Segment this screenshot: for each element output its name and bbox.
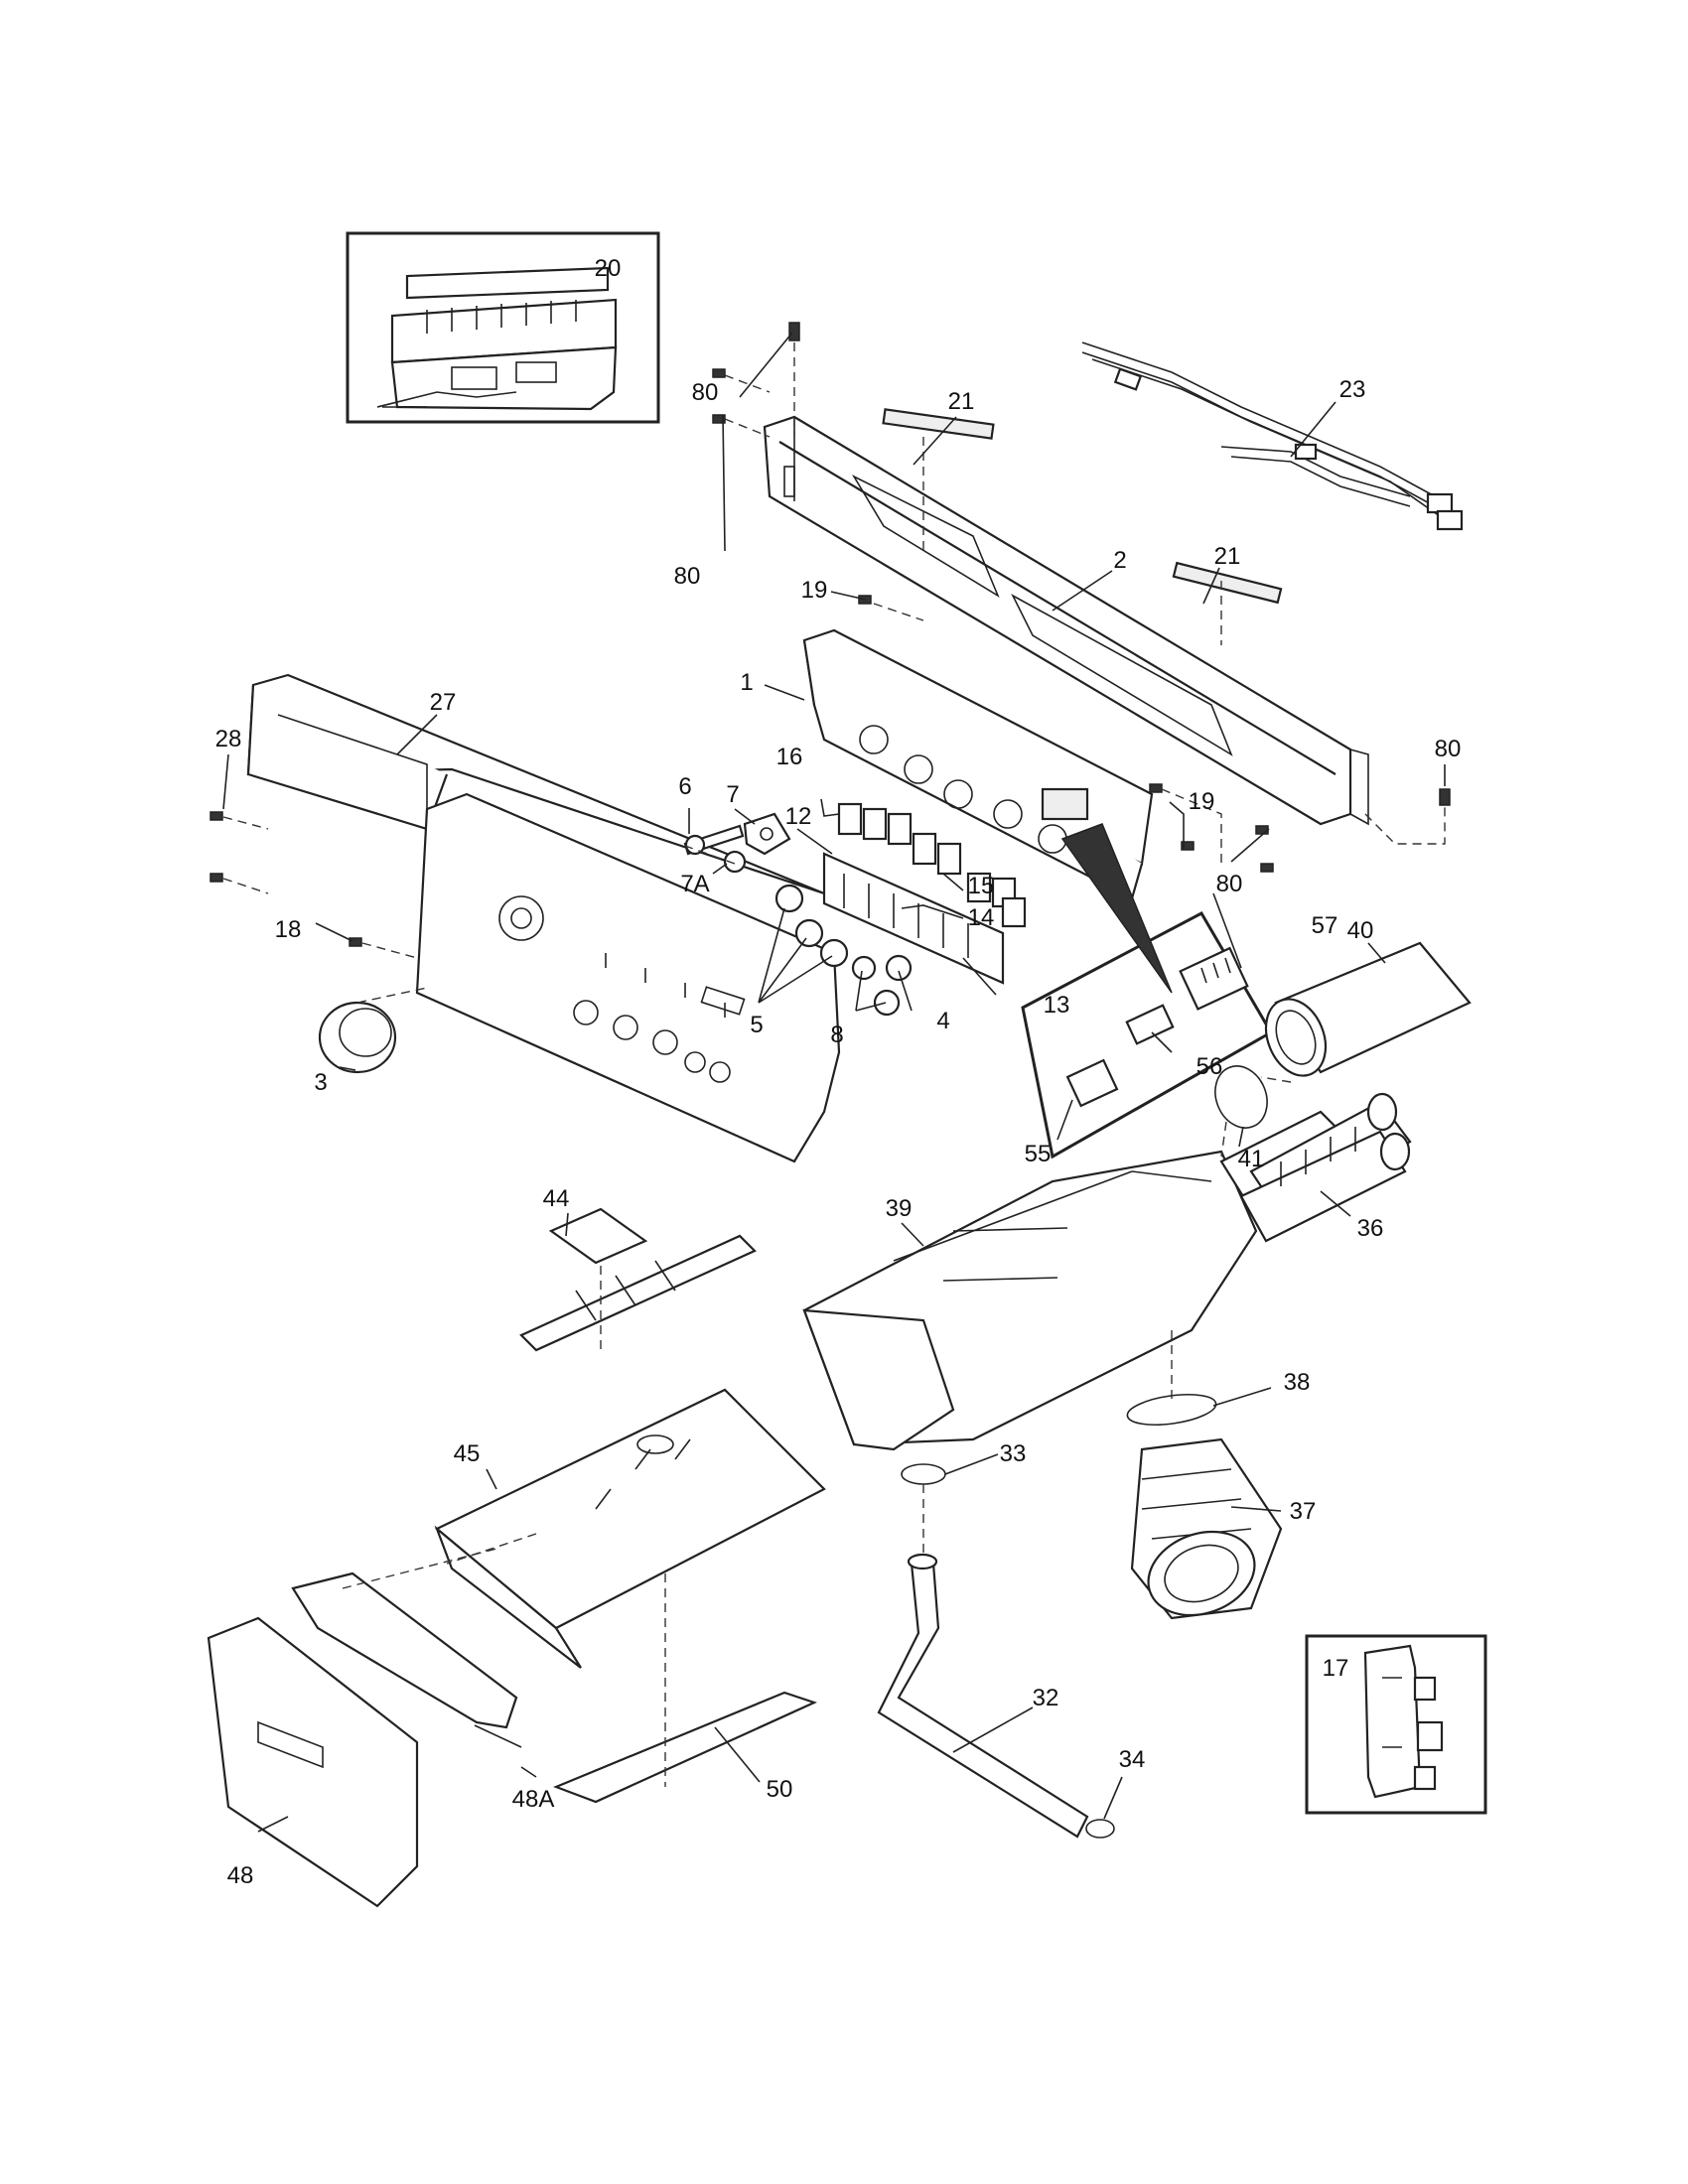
callout-8: 8 — [830, 1022, 843, 1048]
foam-strip-upper — [882, 408, 995, 440]
callout-48a: 48A — [512, 1786, 555, 1813]
dispenser-drawer — [434, 1388, 826, 1669]
drawer-handle — [207, 1616, 419, 1908]
o-ring — [1214, 1065, 1268, 1129]
callout-7a: 7A — [680, 871, 709, 897]
callout-38: 38 — [1284, 1369, 1311, 1396]
callout-80-right: 80 — [1435, 736, 1462, 762]
button-bar — [822, 852, 1005, 985]
push-buttons — [774, 884, 913, 1017]
callout-7: 7 — [726, 781, 739, 808]
callout-48: 48 — [227, 1862, 254, 1889]
callout-23: 23 — [1339, 376, 1366, 403]
callout-56: 56 — [1196, 1053, 1223, 1080]
inset-box-pressure-switch — [1305, 1634, 1487, 1815]
callout-17: 17 — [1323, 1655, 1349, 1682]
display-parts-box — [1021, 823, 1274, 1160]
callout-3: 3 — [314, 1069, 327, 1096]
callout-19-right: 19 — [1189, 788, 1215, 815]
switch-cluster — [837, 802, 1027, 928]
alignment-lines — [222, 342, 1446, 1787]
callout-28: 28 — [215, 726, 242, 752]
control-panel-housing — [802, 628, 1154, 900]
callout-15: 15 — [968, 873, 995, 899]
callout-14: 14 — [968, 904, 995, 931]
callout-80-top: 80 — [692, 379, 719, 406]
drain-hose — [877, 1553, 1089, 1839]
callout-39: 39 — [886, 1195, 913, 1222]
callout-16: 16 — [776, 744, 803, 770]
knob-spring — [723, 850, 747, 874]
callout-21-upper: 21 — [948, 388, 975, 415]
drawer-liner — [291, 1571, 518, 1729]
callout-80-lower: 80 — [1216, 871, 1243, 897]
callout-18: 18 — [275, 916, 302, 943]
callout-1: 1 — [740, 669, 753, 696]
callout-45: 45 — [454, 1440, 481, 1467]
callout-50: 50 — [767, 1776, 793, 1803]
console-front-panel — [246, 673, 841, 1163]
callout-55: 55 — [1025, 1141, 1052, 1167]
selector-knob — [318, 1001, 397, 1074]
softener-cup — [519, 1207, 757, 1352]
hose-clamp-lower — [1085, 1819, 1115, 1839]
callout-32: 32 — [1033, 1685, 1059, 1711]
callout-12: 12 — [785, 803, 812, 830]
inset-box-control-board — [346, 231, 660, 424]
bellows-clamp — [1126, 1393, 1217, 1427]
callout-36: 36 — [1357, 1215, 1384, 1242]
callout-37: 37 — [1290, 1498, 1317, 1525]
knob-shaft — [683, 824, 745, 856]
callout-5: 5 — [750, 1012, 763, 1038]
inlet-tube — [1264, 941, 1472, 1077]
callout-44: 44 — [543, 1185, 570, 1212]
callout-27: 27 — [430, 689, 457, 716]
dispenser-bellows — [1130, 1437, 1283, 1620]
callout-80-left: 80 — [674, 563, 701, 590]
callout-41: 41 — [1238, 1146, 1265, 1172]
leader-lines — [222, 332, 1446, 1833]
callout-2: 2 — [1113, 547, 1126, 574]
callout-40: 40 — [1347, 917, 1374, 944]
callout-6: 6 — [678, 773, 691, 800]
callout-34: 34 — [1119, 1746, 1146, 1773]
callout-33: 33 — [1000, 1440, 1027, 1467]
callout-20: 20 — [595, 255, 622, 282]
inlet-valve — [1239, 1092, 1412, 1243]
drawer-cover — [552, 1691, 818, 1804]
callout-57: 57 — [1312, 912, 1338, 939]
callout-19-upper: 19 — [801, 577, 828, 604]
callout-21-lower: 21 — [1214, 543, 1241, 570]
hose-clamp-upper — [901, 1463, 946, 1485]
knob-bushing — [743, 812, 791, 856]
console-bracket — [763, 415, 1369, 826]
wire-harness — [1081, 341, 1464, 531]
callout-labels: 20 80 80 21 23 2 21 19 1 19 80 80 27 28 … — [215, 255, 1462, 1889]
foam-strip-lower — [1172, 561, 1283, 605]
callout-4: 4 — [936, 1008, 949, 1034]
callout-13: 13 — [1044, 992, 1070, 1019]
